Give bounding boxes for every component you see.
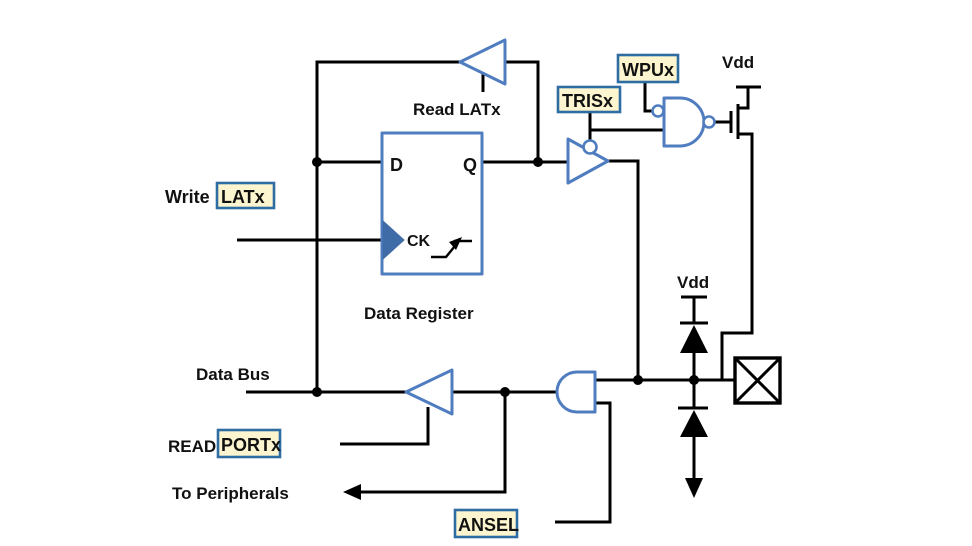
data-register-label: Data Register bbox=[364, 304, 474, 323]
junction-nodes bbox=[312, 157, 699, 397]
output-driver-tristate bbox=[566, 137, 610, 185]
esd-clamp-diodes bbox=[678, 321, 708, 498]
register-labels: LATx PORTx TRISx WPUx ANSEL bbox=[215, 53, 680, 539]
ansel-and-gate bbox=[555, 370, 597, 414]
io-pad-cross bbox=[733, 356, 782, 405]
nand-input-bubble bbox=[651, 104, 665, 118]
clock-wedge-icon bbox=[382, 219, 405, 261]
pullup-nand-gate bbox=[651, 96, 716, 148]
ansel-label: ANSEL bbox=[458, 515, 519, 535]
portx-label: PORTx bbox=[221, 435, 281, 455]
ansel-box bbox=[453, 508, 519, 539]
text-labels: Read LATx Write Data Register Data Bus R… bbox=[165, 53, 754, 503]
wpux-label: WPUx bbox=[622, 60, 674, 80]
node-driver-pin bbox=[633, 375, 643, 385]
trisx-label: TRISx bbox=[562, 91, 613, 111]
flipflop-d-label: D bbox=[390, 155, 403, 175]
write-label: Write bbox=[165, 187, 210, 207]
vss-arrow-icon bbox=[685, 478, 703, 498]
read-portx-enable-wire bbox=[340, 407, 430, 446]
top-diode-icon bbox=[680, 325, 708, 353]
node-q-output bbox=[533, 157, 543, 167]
node-diode-pin bbox=[689, 375, 699, 385]
node-read-path bbox=[500, 387, 510, 397]
node-data-bus bbox=[312, 387, 322, 397]
wpux-box bbox=[616, 53, 680, 84]
data-register-flipflop: D Q CK bbox=[380, 131, 484, 276]
trisx-box bbox=[556, 85, 622, 114]
read-latx-label: Read LATx bbox=[413, 100, 501, 119]
flipflop-body bbox=[380, 131, 484, 276]
latx-label: LATx bbox=[221, 187, 265, 207]
driver-output-wire bbox=[608, 159, 640, 380]
mosfet-source-wire bbox=[738, 88, 750, 110]
read-latx-buffer bbox=[458, 38, 507, 86]
ansel-wire bbox=[555, 401, 612, 524]
read-portx-buffer bbox=[404, 368, 454, 416]
io-pin bbox=[733, 356, 782, 405]
left-buffer-icon bbox=[404, 368, 454, 416]
to-peripherals-wire bbox=[352, 392, 507, 494]
portx-box bbox=[216, 428, 282, 459]
vdd-top-label: Vdd bbox=[722, 53, 754, 72]
wires bbox=[237, 60, 761, 524]
vdd-esd-label: Vdd bbox=[677, 273, 709, 292]
nand-gate-icon bbox=[662, 96, 706, 148]
wpux-wire bbox=[643, 82, 652, 113]
node-d-input bbox=[312, 157, 322, 167]
to-peripherals-arrowhead bbox=[343, 484, 361, 500]
nand-output-bubble bbox=[702, 115, 716, 129]
rising-edge-arrowhead bbox=[449, 237, 462, 250]
feedback-wire-right bbox=[503, 60, 540, 162]
flipflop-ck-label: CK bbox=[407, 233, 431, 250]
and-gate-icon bbox=[555, 370, 597, 414]
latx-box bbox=[215, 181, 276, 210]
tristate-enable-bubble bbox=[582, 139, 598, 155]
to-peripherals-label: To Peripherals bbox=[172, 484, 289, 503]
flipflop-q-label: Q bbox=[463, 155, 477, 175]
read-label: READ bbox=[168, 437, 216, 456]
feedback-wire-left bbox=[315, 60, 462, 392]
bottom-diode-icon bbox=[680, 410, 708, 437]
mosfet-drain-wire bbox=[720, 132, 754, 381]
data-bus-label: Data Bus bbox=[196, 365, 270, 384]
left-buffer-icon bbox=[458, 38, 507, 86]
